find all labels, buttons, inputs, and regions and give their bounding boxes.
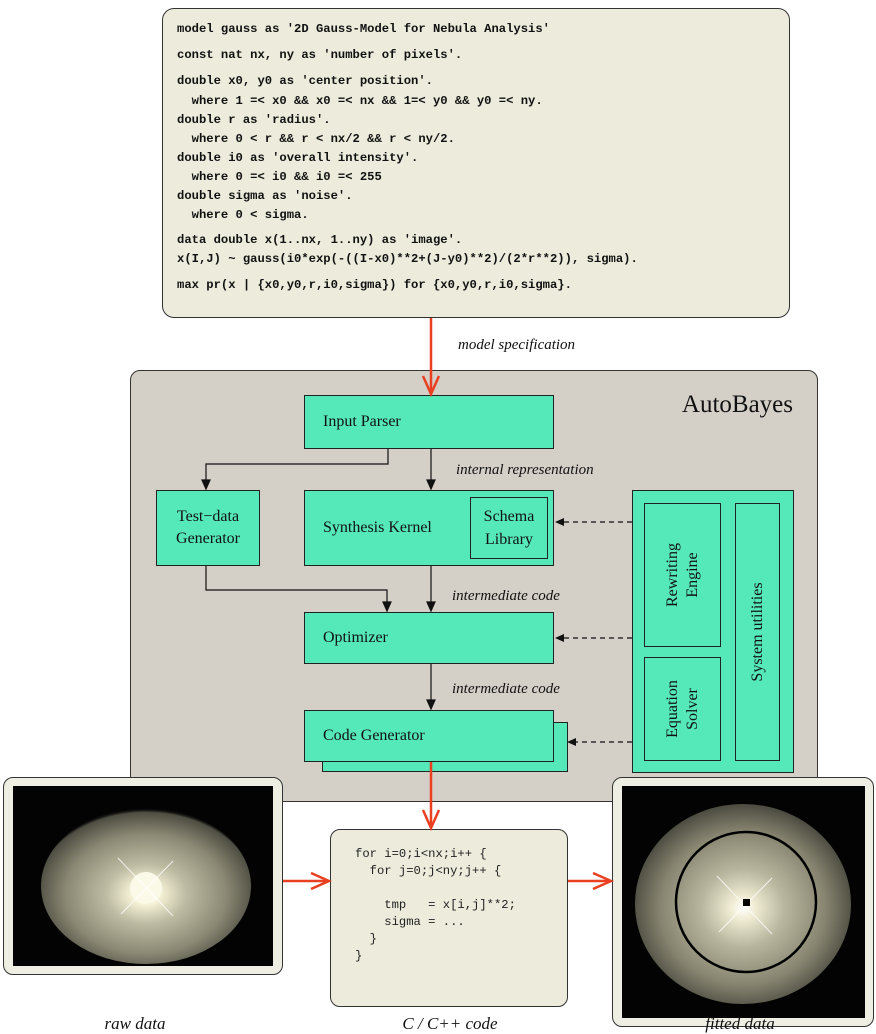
c-code-line: tmp = x[i,j]**2;	[355, 898, 516, 912]
spec-line: max pr(x | {x0,y0,r,i0,sigma}) for {x0,y…	[177, 278, 572, 292]
rewriting-engine-label-1: Rewriting	[663, 543, 681, 607]
rewriting-engine-label: Rewriting Engine	[663, 543, 703, 607]
raw-data-frame	[3, 777, 283, 975]
spec-line: where 0 < sigma.	[177, 208, 309, 222]
input-parser-label: Input Parser	[323, 413, 401, 430]
nebula-fitted-svg	[635, 804, 851, 1004]
fitted-data-caption: fitted data	[705, 1014, 775, 1033]
rewriting-engine-label-2: Engine	[683, 552, 701, 598]
spec-line: double r as 'radius'.	[177, 113, 331, 127]
equation-solver-label: Equation Solver	[663, 680, 703, 738]
spec-line: double x0, y0 as 'center position'.	[177, 74, 433, 88]
input-parser-box: Input Parser	[304, 395, 554, 449]
ccode-to-fitted-arrowhead	[592, 871, 615, 891]
spec-line: const nat nx, ny as 'number of pixels'.	[177, 48, 463, 62]
equation-solver-label-1: Equation	[663, 680, 681, 738]
model-specification-box: model gauss as '2D Gauss-Model for Nebul…	[162, 8, 790, 318]
internal-representation-label: internal representation	[456, 462, 594, 478]
raw-data-image	[13, 786, 273, 966]
test-data-generator-label-1: Test−data	[176, 508, 240, 525]
system-utilities-label: System utilities	[748, 582, 766, 682]
rewriting-engine-box: Rewriting Engine	[644, 503, 721, 647]
c-code-line: }	[355, 932, 377, 946]
schema-library-label-2: Library	[485, 531, 533, 548]
fitted-data-image	[622, 786, 865, 1018]
equation-solver-label-2: Solver	[683, 688, 701, 730]
optimizer-label: Optimizer	[323, 629, 388, 646]
spec-line: double sigma as 'noise'.	[177, 189, 353, 203]
schema-library-label-1: Schema	[483, 508, 535, 525]
raw-data-caption: raw data	[104, 1014, 166, 1033]
intermediate-code-label-1: intermediate code	[452, 588, 560, 604]
autobayes-title: AutoBayes	[681, 391, 793, 418]
test-data-generator-label-2: Generator	[176, 530, 240, 547]
model-specification-label: model specification	[458, 337, 576, 353]
spec-line: model gauss as '2D Gauss-Model for Nebul…	[177, 22, 550, 36]
codegen-to-ccode-arrowhead	[421, 809, 441, 832]
intermediate-code-label-2: intermediate code	[452, 681, 560, 697]
spec-line: where 1 =< x0 && x0 =< nx && 1=< y0 && y…	[177, 94, 543, 108]
spec-line: data double x(1..nx, 1..ny) as 'image'.	[177, 233, 463, 247]
code-generator-box: Code Generator	[304, 710, 554, 762]
fitted-circle	[674, 830, 818, 974]
c-code-caption: C / C++ code	[402, 1014, 498, 1033]
nebula-raw-svg	[41, 808, 251, 964]
c-code-line: }	[355, 949, 363, 963]
raw-to-ccode-arrowhead	[310, 871, 333, 891]
spec-line: where 0 =< i0 && i0 =< 255	[177, 170, 382, 184]
code-generator-label: Code Generator	[323, 727, 425, 744]
synthesis-kernel-label: Synthesis Kernel	[323, 519, 432, 536]
spec-line: where 0 < r && r < nx/2 && r < ny/2.	[177, 132, 455, 146]
fitted-data-frame	[612, 777, 874, 1027]
system-utilities-inner-box: System utilities	[735, 503, 780, 761]
schema-library-box: Schema Library	[470, 497, 548, 559]
c-code-box: for i=0;i<nx;i++ { for j=0;j<ny;j++ { tm…	[330, 829, 568, 1007]
optimizer-box: Optimizer	[304, 612, 554, 664]
equation-solver-box: Equation Solver	[644, 657, 721, 761]
test-data-generator-box: Test−data Generator	[156, 490, 260, 566]
fitted-center-marker	[743, 899, 750, 906]
star-spike	[120, 860, 174, 915]
c-code-line: sigma = ...	[355, 915, 465, 929]
star-spike	[117, 857, 174, 917]
c-code-line: for j=0;j<ny;j++ {	[355, 864, 502, 878]
spec-line: x(I,J) ~ gauss(i0*exp(-((I-x0)**2+(J-y0)…	[177, 252, 638, 266]
c-code-line: for i=0;i<nx;i++ {	[355, 847, 487, 861]
spec-line: double i0 as 'overall intensity'.	[177, 151, 419, 165]
